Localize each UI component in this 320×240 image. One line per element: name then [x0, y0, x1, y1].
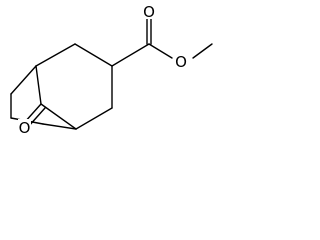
ester-oxygen-label: O: [175, 53, 187, 71]
ketone-oxygen-label: O: [19, 119, 31, 137]
bond-ring-to-carboxyl-carbon: [111, 43, 150, 67]
o-carbonyl-mask: [142, 3, 156, 19]
structure-canvas: O O O: [0, 0, 216, 153]
bond-carboxyl-to-ester-oxygen: [148, 43, 173, 59]
molecule-drawing: O O O: [10, 3, 213, 137]
bond-bottom-to-bridgehead: [42, 123, 77, 130]
carbonyl-oxygen-label: O: [143, 3, 155, 21]
bond-ch2-to-ring-carbon: [74, 43, 113, 67]
bond-ester-oxygen-to-methyl: [192, 43, 213, 59]
o-ketone-mask: [18, 119, 31, 135]
bond-bridgehead-top-left: [10, 65, 37, 95]
bond-ketone-carbon-to-bridgehead: [40, 103, 77, 130]
bond-bridgehead-top-to-ch2: [35, 43, 76, 67]
o-ester-mask: [174, 53, 188, 69]
bond-ch2-to-bridgehead-bottom: [75, 107, 113, 130]
bond-bridgehead-to-ketone-carbon: [35, 65, 42, 105]
